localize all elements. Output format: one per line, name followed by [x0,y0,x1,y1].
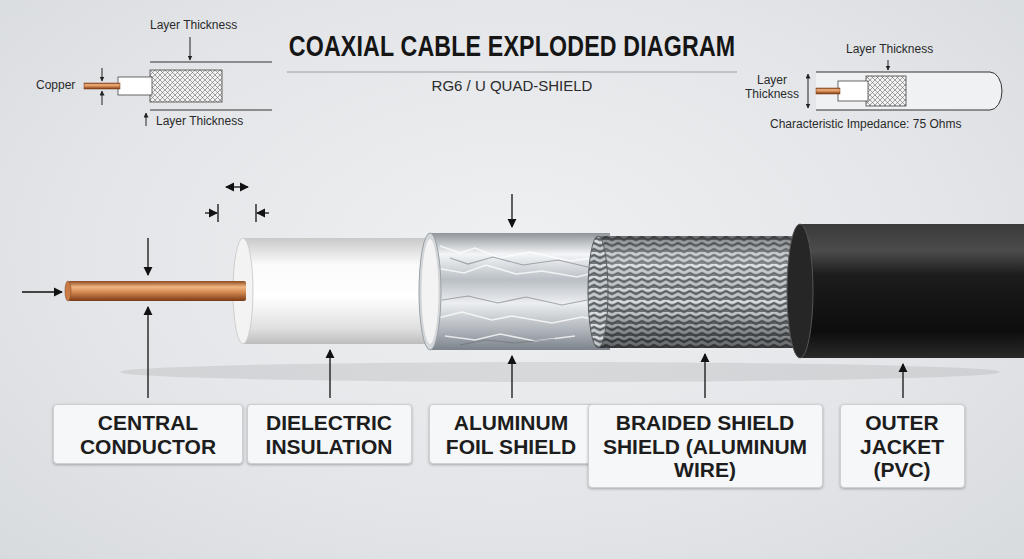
title-rule [287,72,737,73]
dimension-arrow [146,113,147,126]
part-name: ALUMINUM FOIL SHIELD [439,411,584,458]
inset-right [808,60,1002,110]
jacket-body [800,224,1024,358]
diagram-title: COAXIAL CABLE EXPLODED DIAGRAM [289,30,735,63]
conductor [65,281,246,301]
inset-dielectric [838,81,868,101]
inset-dielectric [118,77,152,95]
subtitle: RG6 / U QUAD-SHIELD [432,77,593,94]
foil-layer [419,233,610,350]
inset-jacket [150,62,272,110]
dimension-arrow [205,212,217,213]
annotation-label: Layer Thickness [150,19,237,33]
leader-arrow [511,356,512,398]
foil-wrinkle [436,246,607,341]
dimension-tick [255,204,256,222]
part-name: DIELECTRIC INSULATION [257,411,402,458]
inset-left [84,37,272,126]
label-box: ALUMINUM FOIL SHIELD [429,404,594,464]
cable-shadow [120,362,1000,382]
foil-edge [419,233,441,350]
annotation-label: Copper [36,79,75,93]
label-box: OUTER JACKET (PVC) [840,404,965,488]
copper-wire [68,281,246,301]
leader-arrow [902,364,903,398]
dimension-arrow [190,37,191,60]
braid-body [598,236,808,348]
annotation-label: Characteristic Impedance: 75 Ohms [770,118,961,132]
annotation-label: Layer Thickness [846,43,933,57]
dielectric-body [243,238,440,344]
leader-arrow [704,354,705,398]
dimension-arrow [102,91,103,105]
braid-shade [598,236,808,348]
leader-arrow [329,350,330,398]
copper-end [65,281,71,301]
leader-arrow [147,238,148,275]
jacket-face [787,224,813,358]
inset-braid [866,76,906,106]
label-box: BRAIDED SHIELD SHIELD (ALUMINUM WIRE) [588,404,823,488]
inset-copper [816,88,840,94]
part-name: BRAIDED SHIELD SHIELD (ALUMINUM WIRE) [598,411,813,482]
foil-body [430,233,610,350]
braid-layer [588,236,808,348]
dimension-arrow [226,186,248,187]
dimension-arrow [102,68,103,81]
leader-lines [22,187,903,398]
part-name: OUTER JACKET (PVC) [850,411,955,482]
dielectric-inner [421,239,439,345]
inset-braid [150,70,222,102]
inset-copper [84,83,120,89]
dimension-arrow [808,74,809,108]
part-name: CENTRAL CONDUCTOR [63,411,233,458]
label-box: CENTRAL CONDUCTOR [53,404,243,464]
leader-arrow [511,194,512,227]
foil-wrinkle [442,257,588,345]
leader-arrow [22,291,62,292]
dimension-arrow [257,212,269,213]
braid-edge [588,236,608,348]
inset-jacket [816,72,1002,110]
dimension-arrow [888,60,889,70]
leader-arrow [147,307,148,398]
dielectric-layer [233,238,440,344]
label-box: DIELECTRIC INSULATION [247,404,412,464]
annotation-label: Layer Thickness [156,115,243,129]
dimension-tick [217,204,218,222]
annotation-label: Layer Thickness [740,74,804,102]
jacket-layer [787,224,1024,358]
